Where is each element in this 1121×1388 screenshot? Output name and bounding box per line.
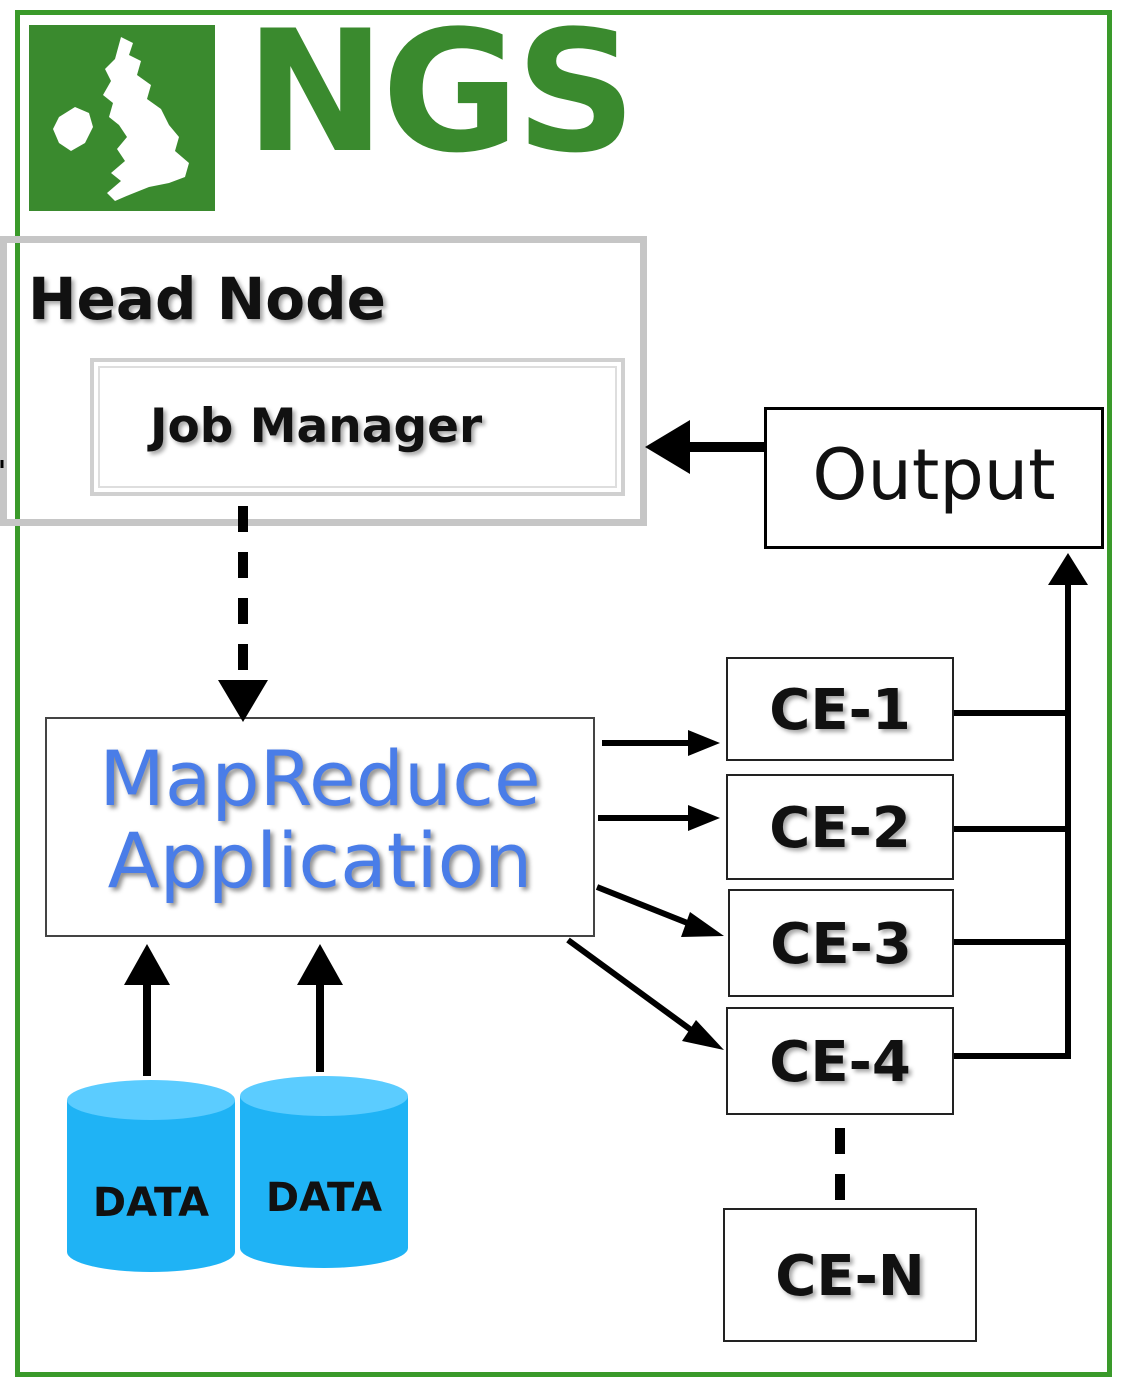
diagram-frame: [15, 10, 1112, 1377]
uk-map-logo-icon: [29, 25, 215, 211]
ce-n-label: CE-N: [775, 1244, 925, 1309]
mapreduce-application-box: [45, 717, 595, 937]
data-2-arrowhead: [297, 944, 343, 985]
ce-3-box: [728, 889, 954, 997]
data-label-2: DATA: [265, 1175, 383, 1221]
dispatch-arrowhead: [218, 680, 268, 722]
output-box: [764, 407, 1104, 549]
ce-2-box: [726, 774, 954, 880]
application-line-2: Application: [107, 816, 533, 906]
ce-1-label: CE-1: [769, 678, 911, 743]
job-manager-box: [90, 358, 625, 496]
arrowhead-ce-3: [681, 912, 724, 937]
ce-4-label: CE-4: [769, 1030, 911, 1095]
arrowhead-ce-1: [688, 730, 720, 756]
head-node-box: [0, 236, 647, 526]
data-label-1: DATA: [92, 1180, 210, 1226]
job-manager-label: Job Manager: [150, 399, 483, 454]
output-bus-arrowhead: [1048, 553, 1088, 585]
arrowhead-ce-2: [688, 805, 720, 831]
ce-4-box: [726, 1007, 954, 1115]
data-1-arrowhead: [124, 944, 170, 985]
arrow-to-ce-3: [595, 884, 697, 929]
output-arrowhead: [645, 420, 690, 474]
logo-text: NGS: [245, 0, 636, 190]
arrow-to-ce-4: [566, 937, 700, 1038]
data-cylinder-icon: [67, 1080, 235, 1272]
ce-n-box: [723, 1208, 977, 1342]
ce-1-box: [726, 657, 954, 761]
ce-3-label: CE-3: [770, 912, 912, 977]
arrowhead-ce-4: [682, 1020, 724, 1050]
head-node-label: Head Node: [28, 265, 386, 333]
application-line-1: MapReduce: [99, 734, 541, 823]
ce-2-label: CE-2: [769, 796, 911, 861]
mapreduce-application-label: MapReduce Application: [45, 734, 595, 906]
data-cylinder-icon: [240, 1076, 408, 1268]
output-label: Output: [812, 434, 1056, 516]
